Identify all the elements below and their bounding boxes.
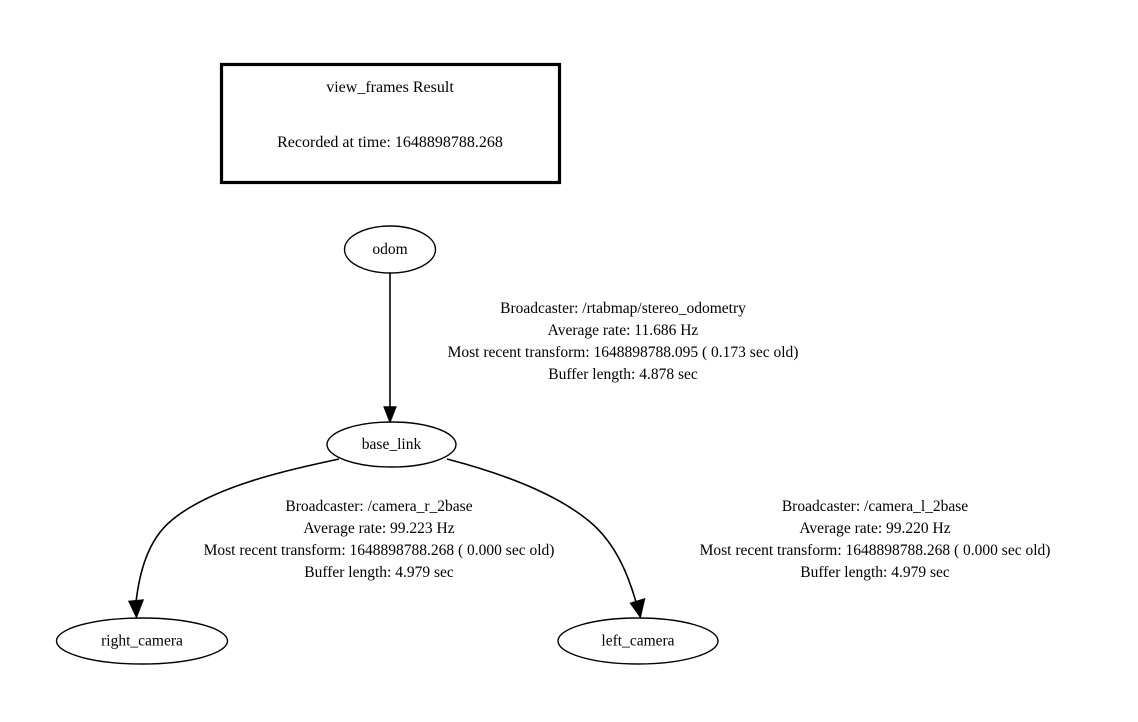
edge-line-base_link-right_camera — [135, 458, 340, 603]
edge-odom-to-base_link — [383, 273, 397, 424]
node-left_camera-label: left_camera — [601, 633, 674, 650]
header-title: view_frames Result — [326, 79, 454, 96]
edge-line-base_link-left_camera — [446, 458, 637, 603]
node-base_link[interactable]: base_link — [326, 421, 457, 468]
edge-label-average-rate: Average rate: 11.686 Hz — [548, 322, 699, 339]
edge-label-most-recent-transform: Most recent transform: 1648898788.095 ( … — [448, 344, 799, 361]
edge-label-buffer-length: Buffer length: 4.878 sec — [548, 366, 698, 383]
edge-label-buffer-length: Buffer length: 4.979 sec — [304, 564, 454, 581]
edge-base_link-to-right_camera — [127, 458, 340, 619]
node-right_camera[interactable]: right_camera — [55, 617, 229, 665]
node-base_link-shape[interactable] — [326, 421, 457, 468]
node-right_camera-label: right_camera — [101, 633, 183, 650]
header-box-border — [219, 62, 562, 185]
edge-label-average-rate: Average rate: 99.220 Hz — [799, 520, 950, 537]
edge-label-most-recent-transform: Most recent transform: 1648898788.268 ( … — [700, 542, 1051, 559]
node-odom-label: odom — [372, 241, 407, 258]
edge-label-average-rate: Average rate: 99.223 Hz — [303, 520, 454, 537]
edge-base_link-to-left_camera — [446, 458, 646, 619]
node-odom-shape[interactable] — [343, 225, 437, 274]
node-left_camera[interactable]: left_camera — [557, 617, 719, 665]
edge-label-broadcaster: Broadcaster: /rtabmap/stereo_odometry — [500, 300, 746, 317]
header-recorded-time: Recorded at time: 1648898788.268 — [277, 134, 503, 151]
edge-label-base_link-to-left_camera: Broadcaster: /camera_l_2base Average rat… — [700, 498, 1051, 581]
edge-label-most-recent-transform: Most recent transform: 1648898788.268 ( … — [204, 542, 555, 559]
node-left_camera-shape[interactable] — [557, 617, 719, 665]
edge-label-broadcaster: Broadcaster: /camera_l_2base — [782, 498, 968, 515]
edge-label-base_link-to-right_camera: Broadcaster: /camera_r_2base Average rat… — [204, 498, 555, 581]
header-box: view_frames Result Recorded at time: 164… — [219, 62, 562, 185]
edge-label-odom-to-base_link: Broadcaster: /rtabmap/stereo_odometry Av… — [448, 300, 799, 383]
arrow-head-left_camera — [629, 597, 646, 619]
edge-label-buffer-length: Buffer length: 4.979 sec — [800, 564, 950, 581]
node-odom[interactable]: odom — [343, 225, 437, 274]
node-base_link-label: base_link — [362, 436, 422, 453]
node-right_camera-shape[interactable] — [55, 617, 229, 665]
arrow-head-right_camera — [127, 599, 145, 619]
arrow-head-base_link — [383, 406, 397, 424]
edge-label-broadcaster: Broadcaster: /camera_r_2base — [285, 498, 472, 515]
